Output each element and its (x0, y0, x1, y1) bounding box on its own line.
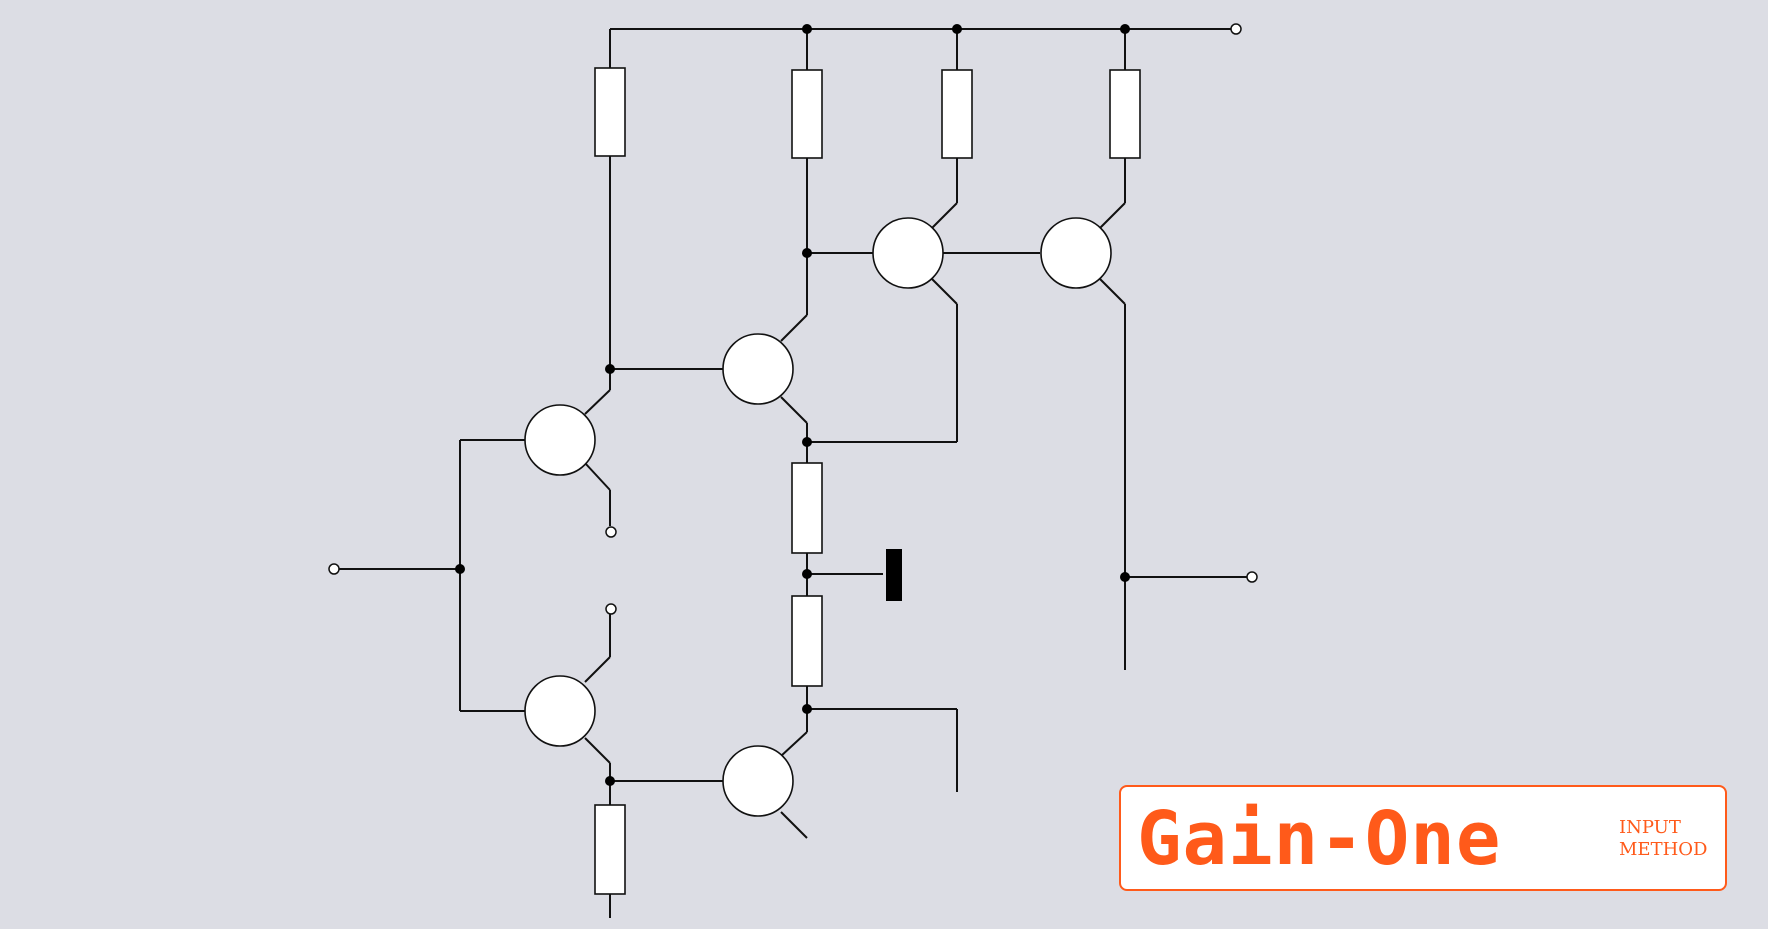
resistor-r3 (941, 69, 973, 159)
resistor-r7 (594, 804, 626, 895)
transistor-t4 (722, 745, 794, 817)
brand-name: Gain-One (1137, 796, 1502, 882)
resistors (594, 67, 1141, 895)
terminal-input (328, 563, 340, 575)
resistor-r2 (791, 69, 823, 159)
transistor-t5 (872, 217, 944, 289)
transistor-t6 (1040, 217, 1112, 289)
terminal-t2-emitter (605, 603, 617, 615)
resistor-r4 (1109, 69, 1141, 159)
resistor-r1 (594, 67, 626, 157)
ground-symbol (886, 549, 902, 601)
terminal-output (1246, 571, 1258, 583)
transistor-t2 (524, 675, 596, 747)
brand-subtitle-line1: INPUT (1619, 817, 1681, 838)
junction-dot (1120, 572, 1130, 582)
junction-dot (802, 24, 812, 34)
brand-logo: Gain-One INPUT METHOD (1119, 785, 1727, 891)
junction-dot (802, 569, 812, 579)
resistor-r6 (791, 595, 823, 687)
terminal-t1-emitter (605, 526, 617, 538)
transistor-t1 (524, 404, 596, 476)
terminals (328, 23, 1258, 615)
junction-dot (802, 704, 812, 714)
junction-dot (605, 364, 615, 374)
junction-dot (802, 437, 812, 447)
transistor-t3 (722, 333, 794, 405)
junction-dot (605, 776, 615, 786)
junction-dot (952, 24, 962, 34)
resistor-r5 (791, 462, 823, 554)
supply-rail (609, 28, 1231, 70)
junctions (455, 24, 1130, 786)
junction-dot (455, 564, 465, 574)
junction-dot (802, 248, 812, 258)
terminal-supply (1230, 23, 1242, 35)
brand-subtitle-line2: METHOD (1619, 839, 1708, 860)
junction-dot (1120, 24, 1130, 34)
brand-subtitle: INPUT METHOD (1619, 817, 1707, 861)
circuit-wires (334, 156, 1252, 918)
transistors (524, 217, 1112, 817)
